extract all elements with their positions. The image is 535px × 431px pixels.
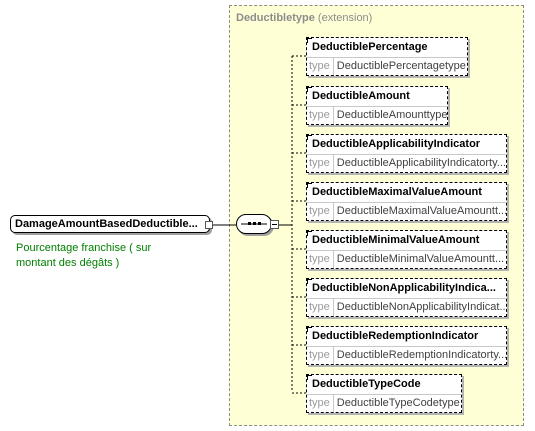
element-type-row: type DeductiblePercentagetype xyxy=(307,58,467,75)
sequence-compositor[interactable] xyxy=(236,214,272,234)
element-type-row: type DeductibleTypeCodetype xyxy=(307,395,461,412)
element-name: DeductibleMinimalValueAmount xyxy=(307,231,506,251)
element-type: DeductiblePercentagetype xyxy=(336,60,466,72)
element-name: DeductibleAmount xyxy=(307,87,447,107)
type-keyword: type xyxy=(307,107,334,124)
root-element-box[interactable]: DamageAmountBasedDeductible... xyxy=(10,215,210,233)
optional-mark-icon xyxy=(307,279,312,284)
element-box[interactable]: DeductibleMinimalValueAmount type Deduct… xyxy=(306,230,507,269)
element-type-row: type DeductibleMaximalValueAmountt... xyxy=(307,203,506,220)
root-element-name: DamageAmountBasedDeductible... xyxy=(15,218,198,230)
optional-mark-icon xyxy=(307,327,312,332)
type-keyword: type xyxy=(307,395,334,412)
element-box[interactable]: DeductibleTypeCode type DeductibleTypeCo… xyxy=(306,374,462,413)
element-name: DeductibleMaximalValueAmount xyxy=(307,183,506,203)
optional-mark-icon xyxy=(307,38,312,43)
element-type-row: type DeductibleNonApplicabilityIndicat..… xyxy=(307,299,506,316)
element-type: DeductibleRedemptionIndicatorty... xyxy=(336,349,506,361)
element-type-row: type DeductibleApplicabilityIndicatorty.… xyxy=(307,155,506,172)
element-box[interactable]: DeductibleApplicabilityIndicator type De… xyxy=(306,134,507,173)
element-box[interactable]: DeductiblePercentage type DeductiblePerc… xyxy=(306,37,468,76)
element-type: DeductibleAmounttype xyxy=(336,109,447,121)
collapse-icon[interactable] xyxy=(270,220,279,229)
element-box[interactable]: DeductibleRedemptionIndicator type Deduc… xyxy=(306,326,507,365)
element-box[interactable]: DeductibleMaximalValueAmount type Deduct… xyxy=(306,182,507,221)
extension-type-title: Deductibletype (extension) xyxy=(236,12,372,24)
optional-mark-icon xyxy=(307,87,312,92)
element-box[interactable]: DeductibleNonApplicabilityIndica... type… xyxy=(306,278,507,317)
element-type-row: type DeductibleAmounttype xyxy=(307,107,447,124)
element-type: DeductibleTypeCodetype xyxy=(336,397,460,409)
element-type-row: type DeductibleMinimalValueAmountt... xyxy=(307,251,506,268)
element-type: DeductibleNonApplicabilityIndicat... xyxy=(336,301,506,313)
element-type: DeductibleMaximalValueAmountt... xyxy=(336,205,506,217)
type-keyword: type xyxy=(307,155,334,172)
extension-type-kind: (extension) xyxy=(317,12,373,24)
element-type-row: type DeductibleRedemptionIndicatorty... xyxy=(307,347,506,364)
element-name: DeductibleNonApplicabilityIndica... xyxy=(307,279,506,299)
element-name: DeductibleTypeCode xyxy=(307,375,461,395)
optional-mark-icon xyxy=(307,183,312,188)
optional-mark-icon xyxy=(307,375,312,380)
element-type: DeductibleMinimalValueAmountt... xyxy=(336,253,505,265)
element-type: DeductibleApplicabilityIndicatorty... xyxy=(336,157,506,169)
type-keyword: type xyxy=(307,203,334,220)
sequence-icon xyxy=(241,222,267,225)
type-keyword: type xyxy=(307,58,334,75)
element-name: DeductiblePercentage xyxy=(307,38,467,58)
root-expander-icon[interactable] xyxy=(205,221,213,229)
element-name: DeductibleApplicabilityIndicator xyxy=(307,135,506,155)
extension-type-name: Deductibletype xyxy=(236,12,315,24)
type-keyword: type xyxy=(307,299,334,316)
type-keyword: type xyxy=(307,347,334,364)
optional-mark-icon xyxy=(307,231,312,236)
type-keyword: type xyxy=(307,251,334,268)
element-box[interactable]: DeductibleAmount type DeductibleAmountty… xyxy=(306,86,448,125)
element-name: DeductibleRedemptionIndicator xyxy=(307,327,506,347)
optional-mark-icon xyxy=(307,135,312,140)
root-element-annotation: Pourcentage franchise ( sur montant des … xyxy=(16,242,152,269)
